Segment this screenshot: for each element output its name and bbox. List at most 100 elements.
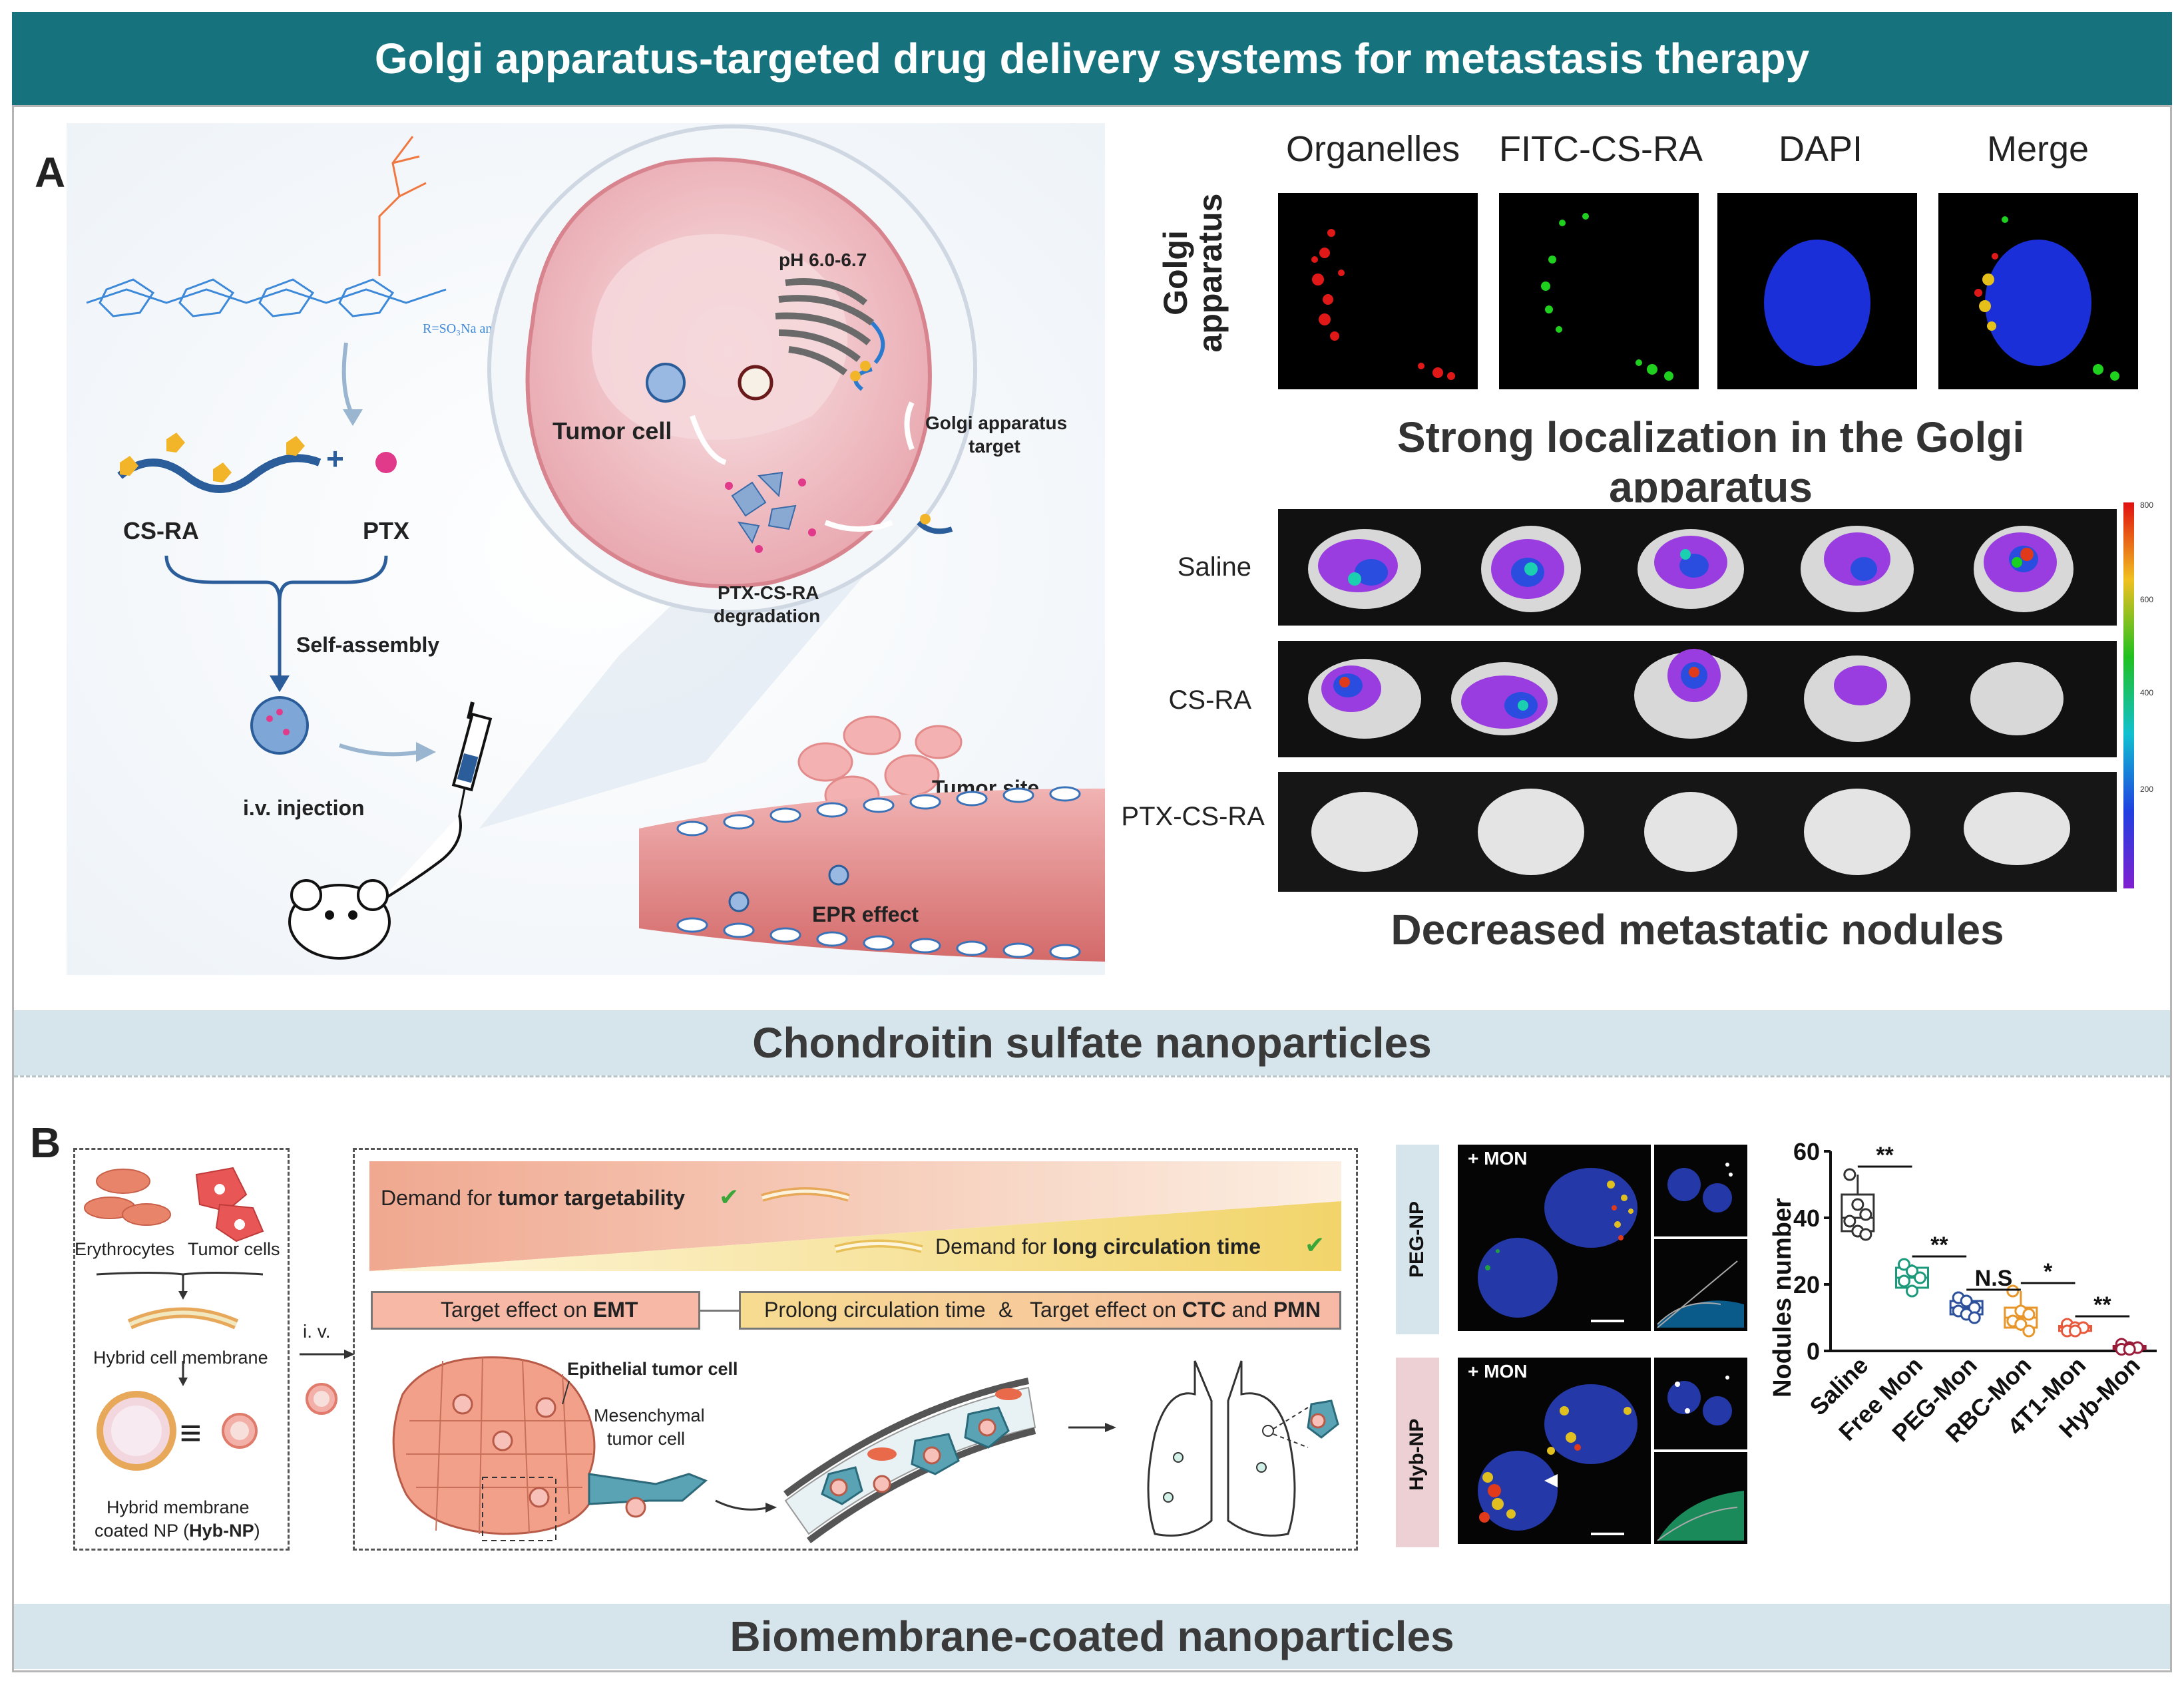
ptx-label: PTX	[363, 517, 409, 544]
membrane-strip-icon-2	[834, 1239, 923, 1253]
degradation-fragments	[731, 471, 797, 544]
figure-frame	[12, 105, 2172, 1672]
section-divider	[14, 1075, 2170, 1077]
data-point	[2022, 1324, 2036, 1338]
imaging-caption: Decreased metastatic nodules	[1391, 906, 2004, 954]
data-point	[1898, 1274, 1910, 1288]
data-point	[1859, 1208, 1872, 1221]
data-point	[2014, 1318, 2028, 1331]
y-axis-label: Nodules number	[1769, 1198, 1797, 1398]
panel-a-letter: A	[35, 148, 66, 196]
peg-hyb-microscopy	[1458, 1145, 1747, 1544]
nucleus-icon	[738, 365, 773, 401]
y-tick-label: 0	[1807, 1338, 1820, 1365]
organelles-image	[1278, 193, 1478, 389]
mesenchymal-label-1: Mesenchymal	[594, 1406, 705, 1425]
blood-vessel	[639, 789, 1105, 962]
ctc-pmn-effect-box	[739, 1291, 1341, 1330]
panel-b-letter: B	[30, 1119, 61, 1167]
emt-effect-box	[371, 1291, 700, 1330]
prolong-circulation-label: Prolong circulation time	[764, 1298, 986, 1322]
y-tick-label: 60	[1793, 1138, 1820, 1165]
svg-text:600: 600	[2140, 595, 2153, 604]
dapi-image	[1717, 193, 1917, 389]
golgi-target-label-1: Golgi apparatus	[925, 413, 1067, 433]
svg-text:200: 200	[2140, 785, 2153, 794]
golgi-row-label: Golgi apparatus	[1157, 193, 1229, 353]
endosome-icon	[646, 363, 686, 403]
hybrid-prep-graphics	[84, 1167, 264, 1471]
color-scale-bar: 800 600 400 200	[2123, 500, 2153, 888]
syringe-icon	[451, 701, 493, 816]
section-band-b: Biomembrane-coated nanoparticles	[14, 1604, 2170, 1669]
iv-injection-label: i.v. injection	[243, 796, 365, 820]
golgi-target-label-2: target	[969, 436, 1020, 457]
iv-arrow	[300, 1350, 355, 1415]
bioluminescence-images	[1278, 509, 2117, 892]
iv-label: i. v.	[303, 1321, 331, 1342]
data-point	[1851, 1198, 1864, 1211]
data-point	[1906, 1264, 1918, 1278]
epithelial-label: Epithelial tumor cell	[567, 1359, 738, 1379]
y-tick-label: 20	[1793, 1271, 1820, 1298]
equivalent-sign: ≡	[180, 1411, 202, 1453]
significance-label: **	[2093, 1292, 2111, 1318]
svg-text:400: 400	[2140, 688, 2153, 697]
plus-sign: +	[326, 441, 344, 476]
col-header-fitc: FITC-CS-RA	[1499, 129, 1703, 169]
colocalization-caption-2: apparatus	[1609, 463, 1813, 502]
col-header-dapi: DAPI	[1779, 129, 1863, 169]
ctc-pmn-label: Target effect on CTC and PMN	[1030, 1298, 1321, 1322]
hyb-np-label-1: Hybrid membrane	[107, 1497, 250, 1517]
row-label-saline: Saline	[1177, 552, 1251, 582]
cs-ra-chain-icon	[117, 454, 322, 493]
data-point	[1960, 1294, 1973, 1308]
y-tick-label: 40	[1793, 1205, 1820, 1232]
col-header-organelles: Organelles	[1286, 129, 1460, 169]
cs-ra-chemical-structure	[86, 136, 447, 317]
data-point	[1898, 1258, 1910, 1271]
fitc-cs-ra-image	[1499, 193, 1699, 389]
data-point	[1968, 1311, 1981, 1324]
degradation-label-1: PTX-CS-RA	[718, 582, 819, 603]
data-point	[1906, 1284, 1918, 1298]
section-band-a: Chondroitin sulfate nanoparticles	[14, 1010, 2170, 1075]
col-header-merge: Merge	[1987, 129, 2089, 169]
section-title-a: Chondroitin sulfate nanoparticles	[752, 1019, 1432, 1067]
ptx-molecule-icon	[375, 452, 397, 473]
tab-hyb-np: Hyb-NP	[1396, 1358, 1439, 1547]
mechanism-box	[353, 1148, 1358, 1551]
membrane-strip-icon	[761, 1187, 850, 1202]
hybrid-membrane-label: Hybrid cell membrane	[93, 1348, 268, 1368]
check-icon: ✔	[719, 1183, 740, 1211]
data-point	[1843, 1168, 1856, 1181]
demand-circulation: Demand for long circulation time	[935, 1234, 1261, 1258]
epr-effect-label: EPR effect	[812, 902, 919, 926]
data-point	[1914, 1271, 1926, 1284]
tumor-cell-label: Tumor cell	[552, 417, 672, 445]
colocalization-caption-1: Strong localization in the Golgi	[1397, 413, 2025, 461]
data-point	[2069, 1324, 2081, 1338]
metastasis-mechanism-graphics	[392, 1356, 1339, 1544]
row-label-cs-ra: CS-RA	[1168, 685, 1251, 715]
emt-effect-label: Target effect on EMT	[441, 1298, 638, 1322]
check-icon-2: ✔	[1305, 1231, 1325, 1258]
data-point	[1843, 1215, 1856, 1228]
mon-label-hyb: + MON	[1468, 1361, 1528, 1382]
data-point	[2006, 1284, 2020, 1298]
row-label-ptx-cs-ra: PTX-CS-RA	[1121, 802, 1265, 831]
hybrid-prep-box	[73, 1148, 290, 1551]
cs-ra-label: CS-RA	[123, 517, 199, 544]
mesenchymal-label-2: tumor cell	[607, 1429, 686, 1449]
significance-label: N.S	[1975, 1266, 2013, 1291]
degradation-label-2: degradation	[714, 606, 820, 626]
demand-targetability: Demand for tumor targetability	[381, 1186, 685, 1210]
golgi-apparatus-icon	[775, 278, 874, 376]
tab-peg-np: PEG-NP	[1396, 1145, 1439, 1334]
data-point	[1859, 1228, 1872, 1241]
mon-label-peg: + MON	[1468, 1148, 1528, 1169]
merge-image	[1938, 193, 2138, 389]
nanoparticle-icon	[250, 696, 309, 755]
significance-label: **	[1930, 1232, 1948, 1258]
data-point	[2022, 1308, 2036, 1321]
